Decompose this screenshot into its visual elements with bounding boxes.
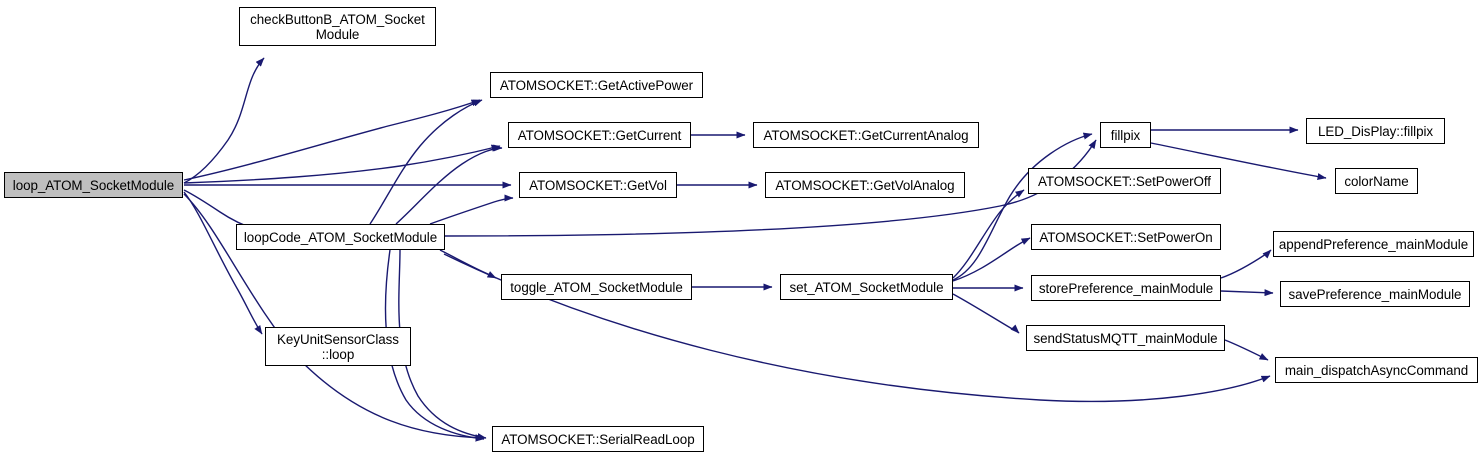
edge-loopcode-to-serialreadloop [398, 249, 487, 441]
edge-set_atom-to-fillpix [952, 132, 1093, 281]
graph-node-label: loop_ATOM_SocketModule [12, 177, 175, 193]
graph-node-sendstatusmqtt[interactable]: sendStatusMQTT_mainModule [1026, 325, 1225, 351]
edge-loopcode-to-getactivepower [369, 99, 483, 225]
graph-node-loopcode[interactable]: loopCode_ATOM_SocketModule [236, 224, 445, 250]
edge-loop_atom-to-checkbuttonb [183, 57, 265, 184]
graph-node-label: checkButtonB_ATOM_Socket Module [250, 11, 425, 42]
graph-node-fillpix[interactable]: fillpix [1100, 122, 1151, 148]
edge-loopcode-to-main_dispatch [443, 253, 1271, 403]
graph-node-loop_atom[interactable]: loop_ATOM_SocketModule [4, 172, 183, 198]
edge-loopcode-to-serialreadloop2 [384, 249, 485, 442]
graph-node-label: colorName [1344, 173, 1409, 189]
graph-node-colorname[interactable]: colorName [1335, 168, 1418, 194]
edge-fillpix-to-colorname [1150, 142, 1327, 180]
edge-sendstatusmqtt-to-main_dispatch [1224, 339, 1269, 361]
edge-loop_atom-to-keyunitsensor [183, 191, 263, 335]
edge-storepreference-to-savepreference [1220, 289, 1274, 297]
graph-node-label: storePreference_mainModule [1038, 280, 1214, 296]
graph-node-getcurrent[interactable]: ATOMSOCKET::GetCurrent [508, 122, 691, 148]
graph-node-label: appendPreference_mainModule [1278, 236, 1469, 252]
graph-node-label: ATOMSOCKET::GetVol [529, 177, 667, 193]
graph-node-label: ATOMSOCKET::GetCurrent [517, 127, 682, 143]
graph-node-label: ATOMSOCKET::SetPowerOn [1039, 229, 1213, 245]
graph-node-label: loopCode_ATOM_SocketModule [243, 229, 438, 245]
edge-loop_atom-to-getcurrent [183, 144, 501, 184]
graph-node-main_dispatch[interactable]: main_dispatchAsyncCommand [1275, 357, 1478, 383]
edge-set_atom-to-setpoweroff [952, 189, 1025, 279]
graph-node-led_fillpix[interactable]: LED_DisPlay::fillpix [1306, 118, 1445, 144]
graph-node-label: savePreference_mainModule [1288, 286, 1462, 302]
graph-node-getcurrentanalog[interactable]: ATOMSOCKET::GetCurrentAnalog [753, 122, 979, 148]
graph-node-setpoweroff[interactable]: ATOMSOCKET::SetPowerOff [1028, 168, 1221, 194]
graph-node-appendpreference[interactable]: appendPreference_mainModule [1273, 231, 1474, 257]
graph-node-storepreference[interactable]: storePreference_mainModule [1031, 275, 1221, 301]
graph-node-getvolanalog[interactable]: ATOMSOCKET::GetVolAnalog [765, 172, 965, 198]
graph-node-serialreadloop[interactable]: ATOMSOCKET::SerialReadLoop [492, 426, 704, 452]
graph-node-label: ATOMSOCKET::SerialReadLoop [501, 431, 695, 447]
edge-loop_atom-to-getactivepower [183, 99, 481, 181]
graph-node-label: set_ATOM_SocketModule [789, 279, 944, 295]
graph-node-set_atom[interactable]: set_ATOM_SocketModule [780, 274, 953, 300]
graph-node-setpoweron[interactable]: ATOMSOCKET::SetPowerOn [1031, 224, 1221, 250]
graph-node-label: toggle_ATOM_SocketModule [510, 279, 683, 295]
graph-node-label: sendStatusMQTT_mainModule [1033, 330, 1218, 346]
graph-node-label: LED_DisPlay::fillpix [1317, 123, 1434, 139]
graph-node-label: ATOMSOCKET::GetCurrentAnalog [763, 127, 969, 143]
graph-node-getvol[interactable]: ATOMSOCKET::GetVol [519, 172, 677, 198]
graph-node-checkbuttonb[interactable]: checkButtonB_ATOM_Socket Module [239, 7, 436, 46]
edge-set_atom-to-sendstatusmqtt [952, 293, 1020, 334]
edge-loopcode-to-getcurrent [395, 144, 503, 225]
edge-storepreference-to-appendpreference [1220, 249, 1272, 279]
graph-node-label: fillpix [1110, 127, 1141, 143]
graph-node-label: KeyUnitSensorClass ::loop [277, 331, 399, 362]
graph-node-toggle[interactable]: toggle_ATOM_SocketModule [501, 274, 692, 300]
graph-node-keyunitsensor[interactable]: KeyUnitSensorClass ::loop [265, 327, 411, 366]
graph-node-label: ATOMSOCKET::GetActivePower [499, 77, 694, 93]
graph-node-label: main_dispatchAsyncCommand [1284, 362, 1469, 378]
graph-node-savepreference[interactable]: savePreference_mainModule [1280, 281, 1470, 307]
graph-node-label: ATOMSOCKET::SetPowerOff [1038, 173, 1211, 189]
graph-node-getactivepower[interactable]: ATOMSOCKET::GetActivePower [490, 72, 703, 98]
edge-set_atom-to-setpoweron [952, 237, 1031, 282]
edge-loopcode-to-getvol [429, 194, 514, 225]
graph-node-label: ATOMSOCKET::GetVolAnalog [775, 177, 955, 193]
call-edges [183, 57, 1327, 442]
